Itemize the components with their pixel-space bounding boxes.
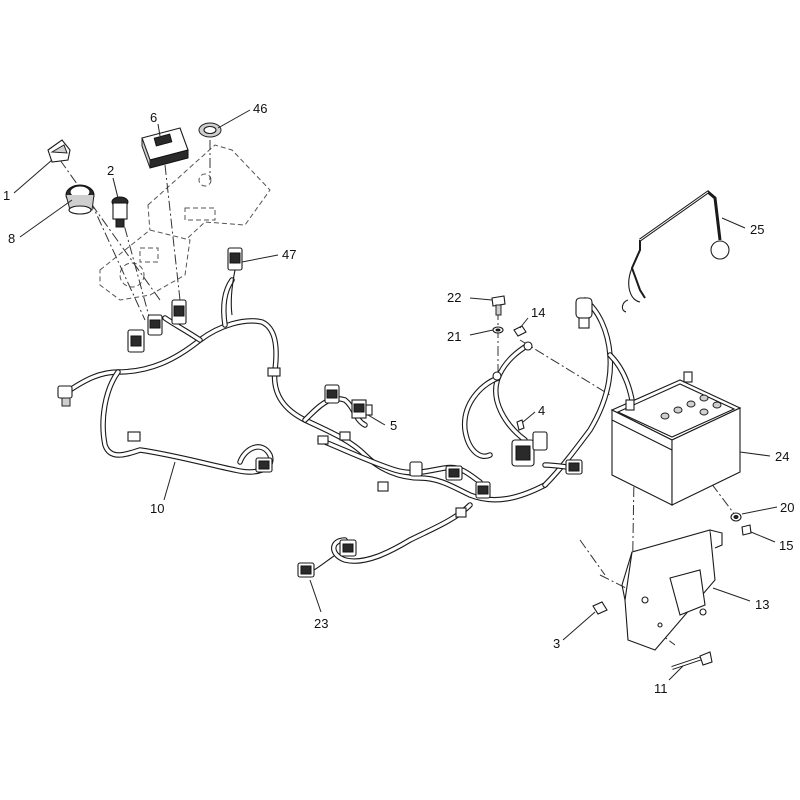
battery-strap-icon: [621, 190, 730, 313]
callout-24: 24: [775, 449, 789, 464]
callout-14: 14: [531, 305, 545, 320]
callout-23: 23: [314, 616, 328, 631]
callout-labels: 1 2 3 4 5 6 8 10 11 13 14 15 20 21 22 23…: [3, 101, 794, 696]
washer-icon: [730, 512, 742, 522]
bolt-icon: [491, 295, 506, 316]
callout-8: 8: [8, 231, 15, 246]
harness-connector: [339, 539, 357, 557]
relay-connector-icon: [351, 399, 373, 419]
wire-harness: [57, 277, 635, 564]
callout-47: 47: [282, 247, 296, 262]
harness-end-plug-left: [57, 385, 73, 407]
console-panel-outline-upper: [147, 144, 271, 246]
grommet-icon: [198, 122, 222, 138]
push-switch-icon: [111, 196, 129, 228]
hour-meter-icon: [141, 127, 189, 169]
key-icon: [47, 139, 71, 163]
relay-icon: [511, 431, 548, 467]
callout-46: 46: [253, 101, 267, 116]
callout-5: 5: [390, 418, 397, 433]
nut-icon: [513, 325, 527, 337]
ignition-switch-icon: [65, 184, 95, 215]
harness-connector: [575, 297, 593, 329]
callout-13: 13: [755, 597, 769, 612]
callout-2: 2: [107, 163, 114, 178]
harness-connector-icon: [227, 247, 243, 316]
harness-connector: [324, 384, 340, 404]
callout-22: 22: [447, 290, 461, 305]
ring-terminal-icon: [492, 341, 533, 381]
washer-icon: [492, 326, 504, 334]
screw-icon: [516, 419, 525, 431]
battery-tray-icon: [621, 529, 723, 651]
callout-21: 21: [447, 329, 461, 344]
harness-connectors: [127, 297, 593, 557]
nut-icon: [592, 601, 608, 615]
callout-15: 15: [779, 538, 793, 553]
leader-lines: [13, 109, 778, 681]
harness-connector: [255, 457, 273, 473]
callout-4: 4: [538, 403, 545, 418]
harness-connector: [475, 481, 491, 499]
callout-3: 3: [553, 636, 560, 651]
callout-6: 6: [150, 110, 157, 125]
console-panel-outline-lower: [99, 229, 191, 301]
harness-connector-icon: [297, 555, 335, 578]
battery-icon: [610, 371, 742, 506]
harness-connector: [127, 329, 145, 353]
callout-20: 20: [780, 500, 794, 515]
callout-10: 10: [150, 501, 164, 516]
callout-25: 25: [750, 222, 764, 237]
callout-1: 1: [3, 188, 10, 203]
bolt-icon: [671, 651, 713, 670]
harness-connector: [565, 459, 583, 475]
harness-connector: [445, 465, 463, 481]
bolt-icon: [741, 524, 752, 536]
harness-connector: [147, 314, 163, 336]
harness-connector: [409, 461, 423, 477]
callout-11: 11: [654, 681, 668, 696]
harness-connector: [171, 299, 187, 325]
